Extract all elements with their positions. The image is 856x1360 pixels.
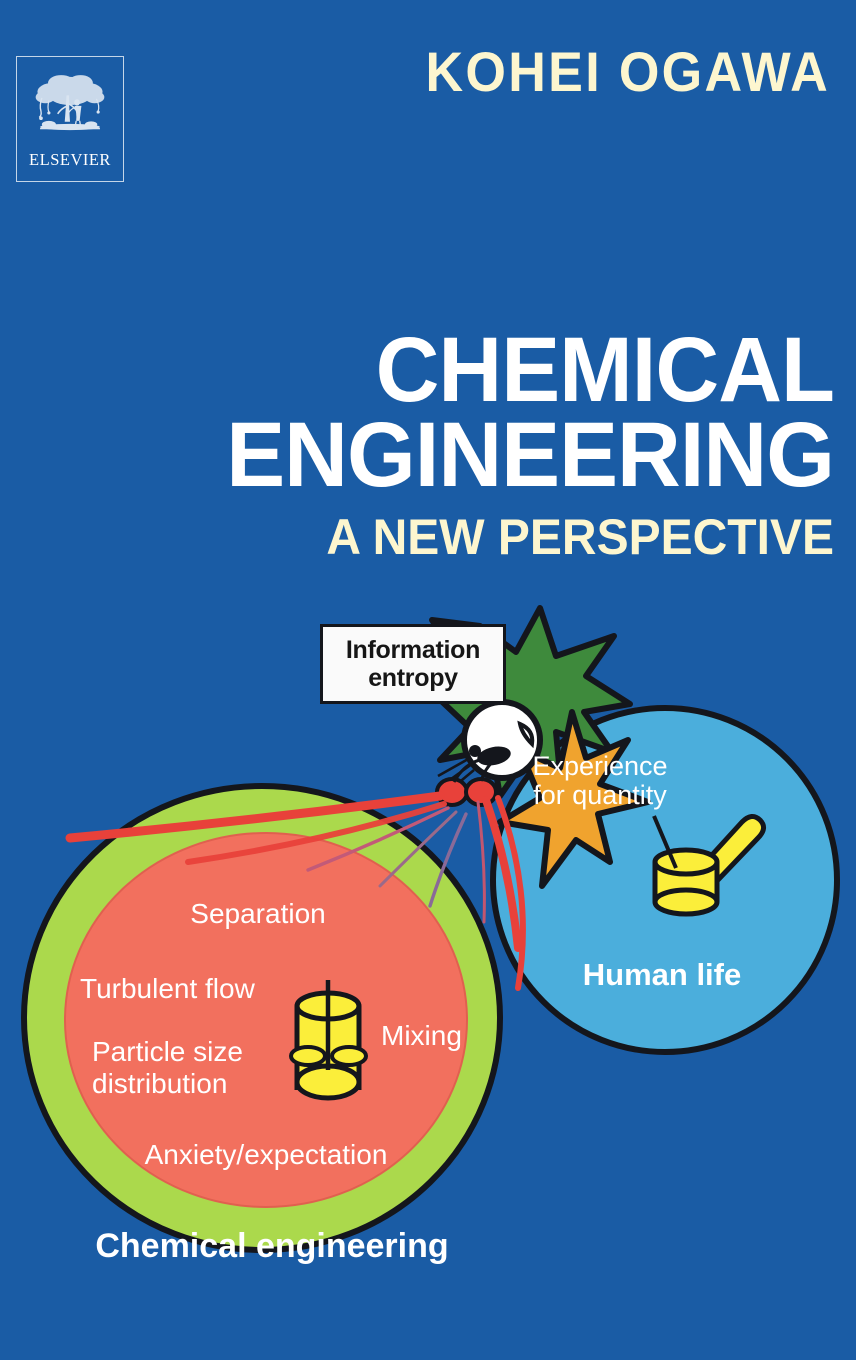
book-title-line-1: CHEMICAL [375, 319, 835, 421]
red-flow-streaks [65, 791, 526, 991]
cherry-stems [452, 755, 500, 783]
author-name: KOHEI OGAWA [425, 40, 830, 103]
illustration-svg [21, 605, 840, 1253]
book-subtitle: A NEW PERSPECTIVE [326, 508, 834, 565]
creature-eye-patch [477, 746, 511, 766]
elsevier-wordmark: ELSEVIER [29, 149, 111, 169]
cover-illustration [0, 600, 856, 1300]
title-block: CHEMICAL ENGINEERING A NEW PERSPECTIVE [14, 319, 835, 565]
elsevier-logo-inner: ELSEVIER [22, 62, 118, 176]
mixing-tank-icon [289, 980, 368, 1101]
book-title-line-2: ENGINEERING [226, 403, 835, 506]
chemical-engineering-inner-circle [64, 832, 468, 1208]
creature-nose [469, 745, 481, 757]
saucepan-icon [652, 814, 766, 917]
creature-ear [517, 720, 535, 749]
elsevier-tree-icon [35, 75, 105, 131]
elsevier-logo: ELSEVIER [16, 56, 124, 182]
cherry-right [464, 777, 498, 807]
spoon-handle [652, 815, 678, 869]
